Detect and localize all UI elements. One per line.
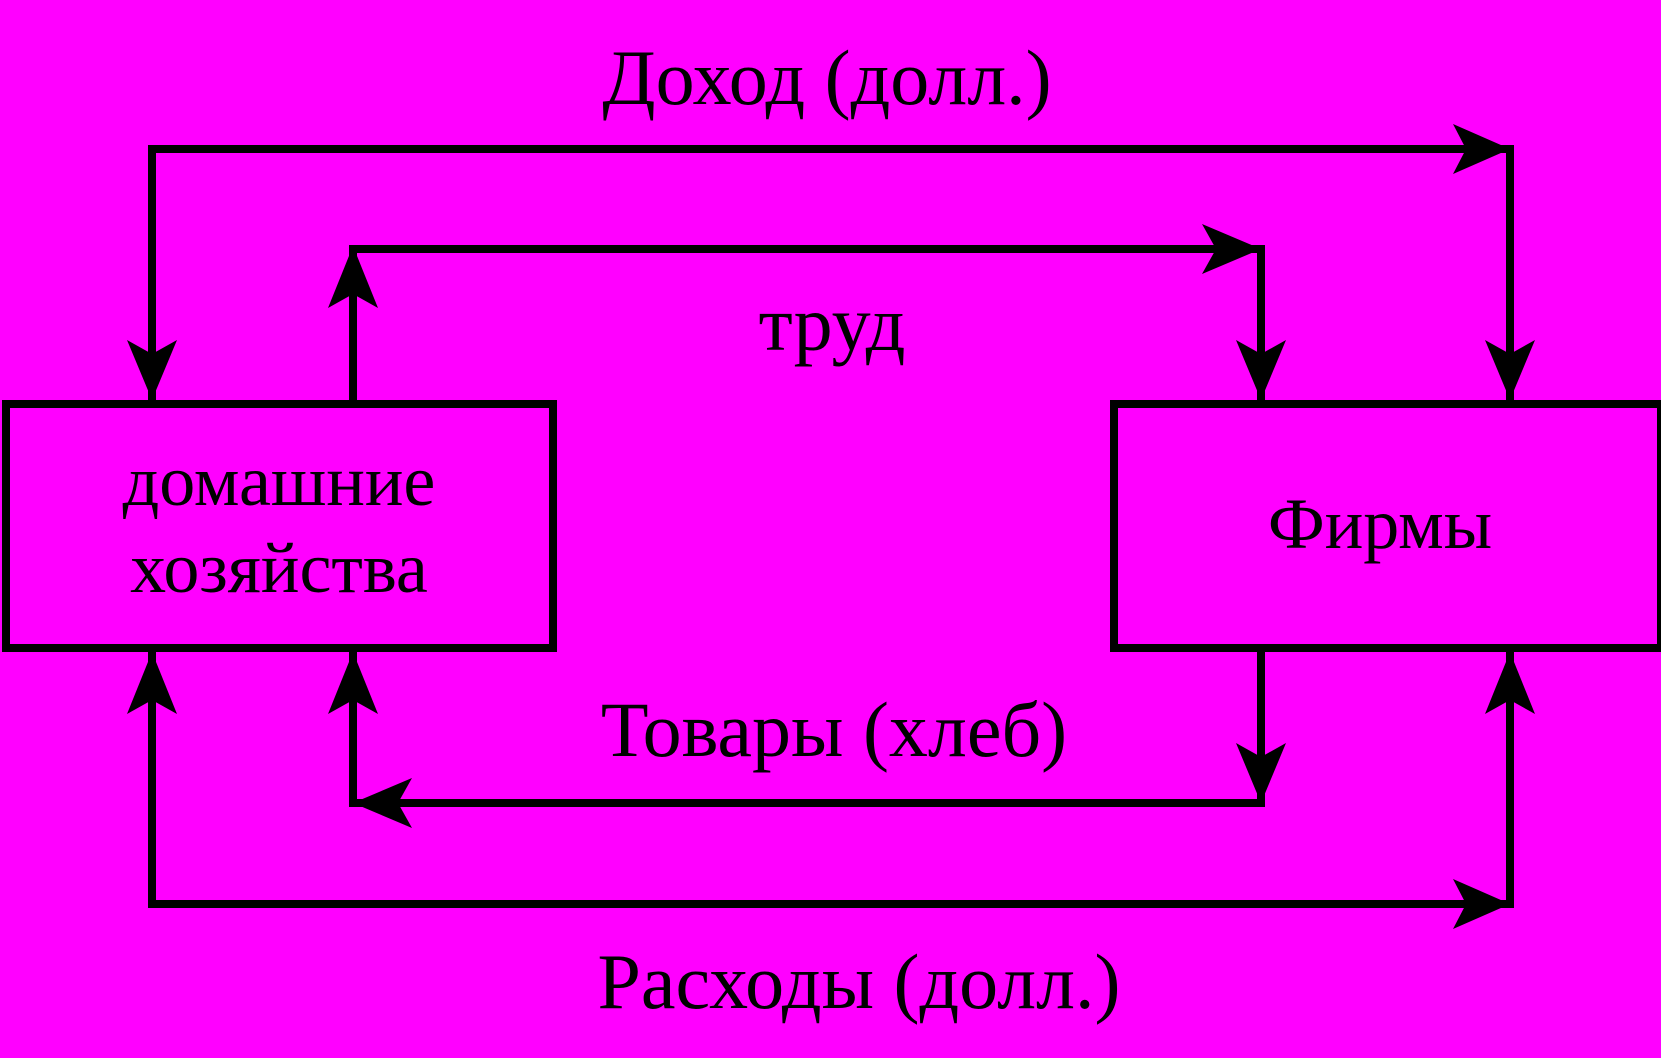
income-to-firms-arrowhead bbox=[1485, 340, 1535, 400]
expenses-label: Расходы (долл.) bbox=[598, 938, 1121, 1025]
expenses-flow-line bbox=[148, 652, 1514, 908]
labor-flow bbox=[328, 224, 1286, 404]
income-flow bbox=[127, 124, 1535, 400]
labor-right-arrowhead bbox=[1202, 224, 1261, 274]
expenses-flow bbox=[127, 652, 1535, 929]
firms-node: Фирмы bbox=[1110, 400, 1661, 652]
labor-label: труд bbox=[759, 280, 906, 367]
labor-to-firms-arrowhead bbox=[1236, 340, 1286, 400]
firms-label: Фирмы bbox=[1268, 484, 1492, 564]
households-label-line2: хозяйства bbox=[130, 528, 428, 608]
income-flow-right-arrowhead bbox=[1453, 124, 1510, 174]
firms-box bbox=[1110, 400, 1661, 652]
labor-flow-line bbox=[349, 245, 1265, 404]
labor-up-arrowhead bbox=[328, 246, 378, 308]
goods-left-arrowhead bbox=[353, 778, 412, 828]
expenses-to-firms-arrowhead bbox=[1485, 652, 1535, 714]
households-node: домашние хозяйства bbox=[2, 400, 557, 652]
households-box bbox=[2, 400, 557, 652]
goods-to-households-arrowhead bbox=[328, 652, 378, 714]
income-label: Доход (долл.) bbox=[602, 34, 1051, 121]
income-flow-line bbox=[148, 145, 1514, 400]
goods-flow bbox=[328, 648, 1286, 828]
goods-down-arrowhead bbox=[1236, 743, 1286, 803]
expenses-to-households-arrowhead bbox=[127, 652, 177, 714]
income-to-households-arrowhead bbox=[127, 340, 177, 400]
households-label-line1: домашние bbox=[123, 441, 436, 521]
goods-label: Товары (хлеб) bbox=[601, 686, 1067, 773]
expenses-right-arrowhead bbox=[1453, 879, 1510, 929]
goods-flow-line bbox=[349, 648, 1265, 807]
